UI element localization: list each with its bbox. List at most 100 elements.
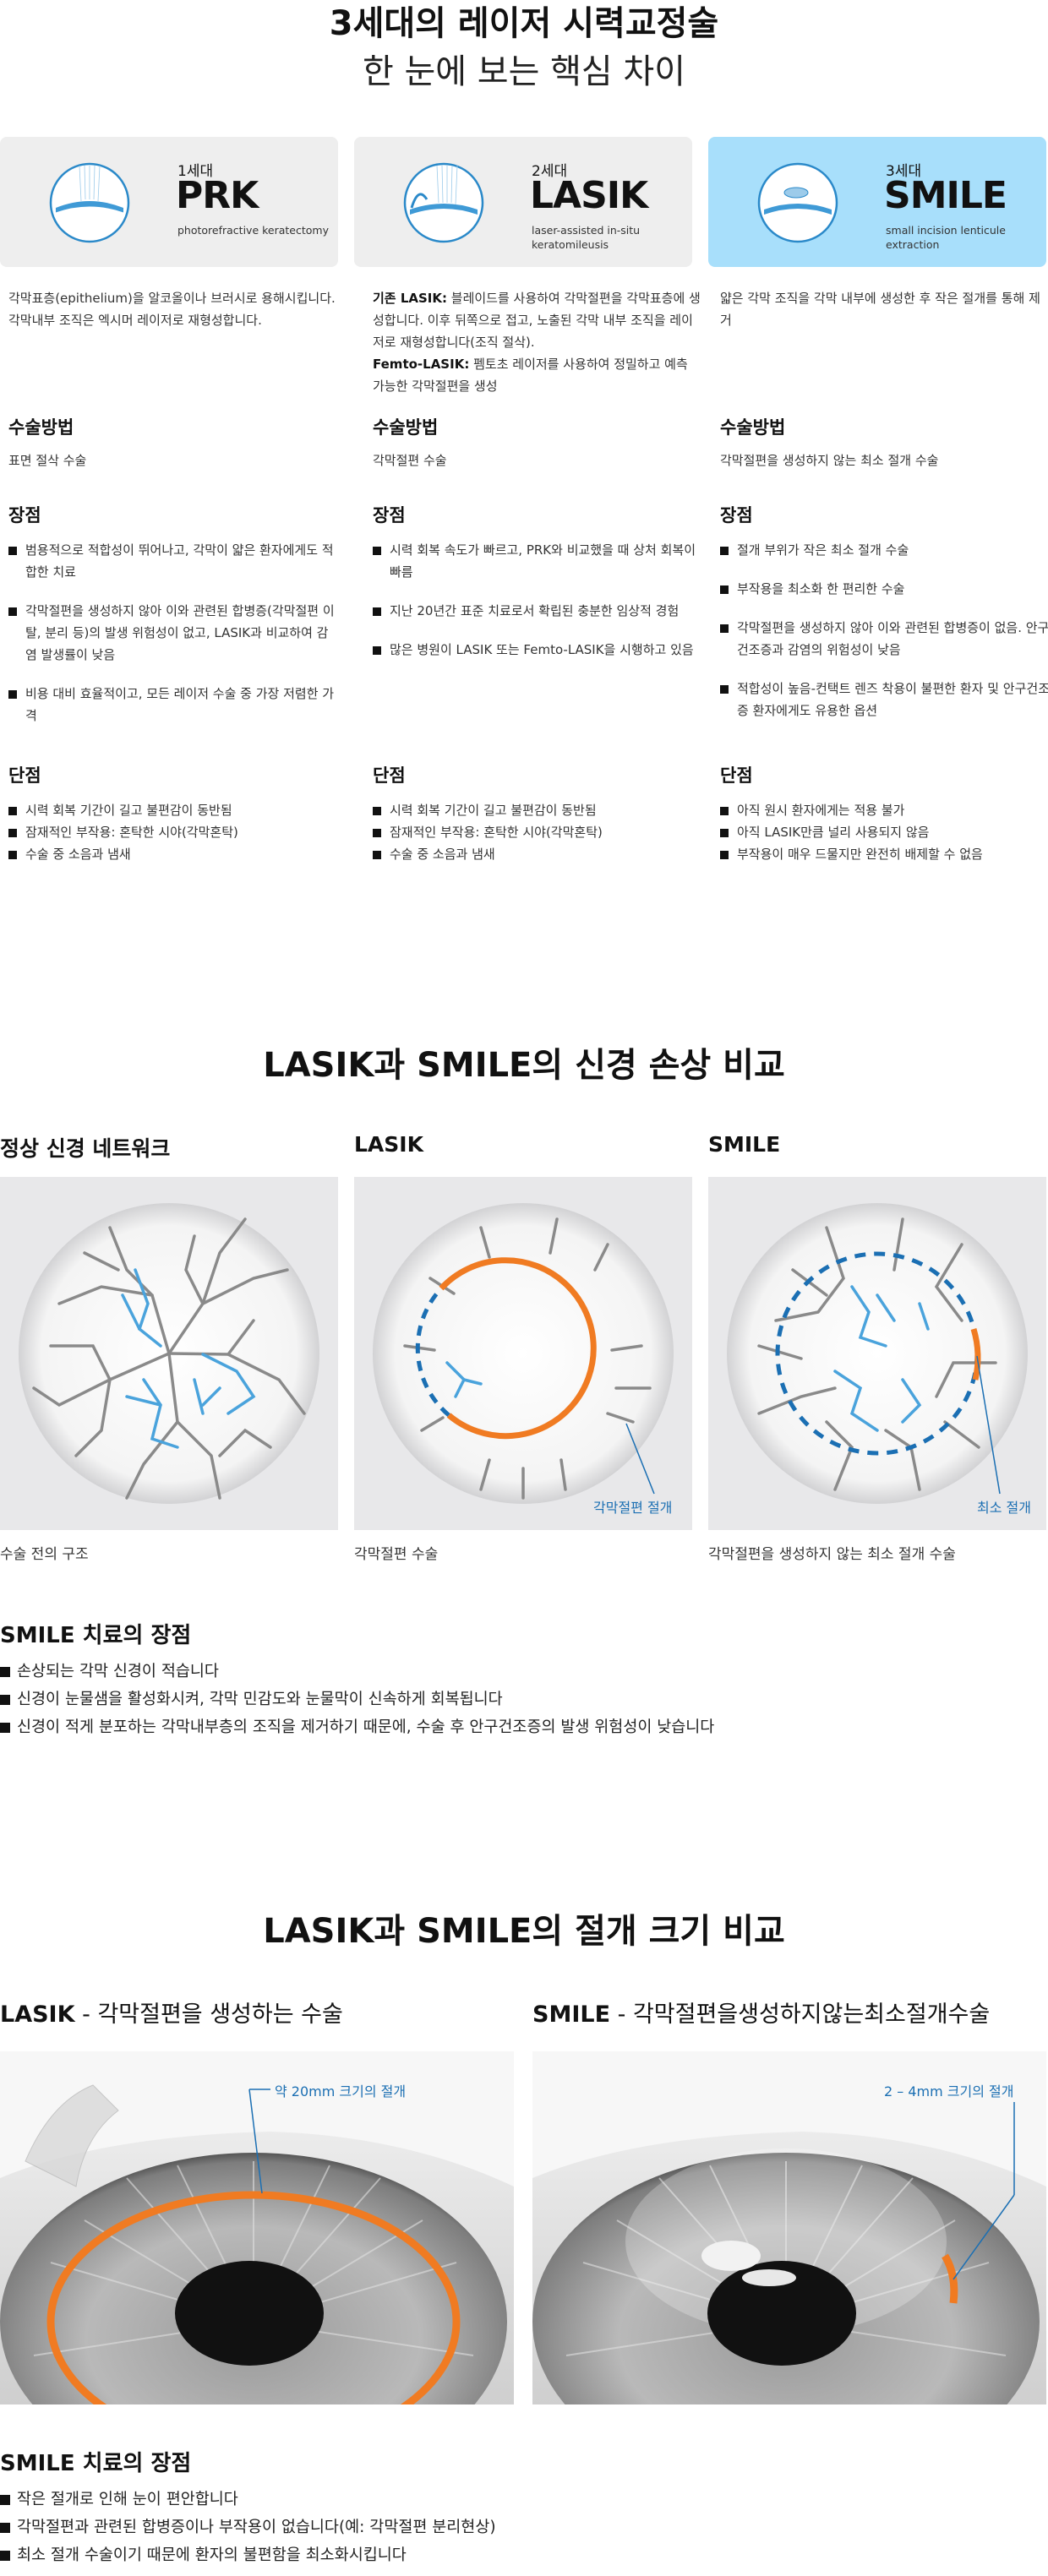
cut-panel-text: 각막절편을 생성하는 수술	[97, 2001, 343, 2028]
list-item: 많은 병원이 LASIK 또는 Femto-LASIK을 시행하고 있음	[373, 639, 702, 661]
pros-heading: 장점	[373, 505, 406, 526]
eye-illustration-lasik: 약 20mm 크기의 절개	[0, 2051, 514, 2404]
cut-panel-text: 각막절편을생성하지않는최소절개수술	[632, 2001, 991, 2028]
list-item: 신경이 눈물샘을 활성화시켜, 각막 민감도와 눈물막이 신속하게 회복됩니다	[0, 1686, 714, 1713]
nerve-diagram-lasik: 각막절편 절개	[354, 1177, 692, 1530]
method-text: 표면 절삭 수술	[8, 453, 87, 468]
nerve-section-title: LASIK과 SMILE의 신경 손상 비교	[263, 1046, 785, 1085]
gen-name: PRK	[176, 174, 259, 217]
callout-smile-incision: 2 – 4mm 크기의 절개	[884, 2083, 1014, 2099]
nerve-advantages-list: 손상되는 각막 신경이 적습니다 신경이 눈물샘을 활성화시켜, 각막 민감도와…	[0, 1658, 714, 1741]
list-item: 부작용이 매우 드물지만 완전히 배제할 수 없음	[720, 843, 1048, 865]
nerve-advantages-title: SMILE 치료의 장점	[0, 1623, 192, 1648]
cornea-icon	[49, 162, 130, 243]
method-heading: 수술방법	[720, 417, 786, 438]
cons-list: 시력 회복 기간이 길고 불편감이 동반됨 잠재적인 부작용: 혼탁한 시야(각…	[373, 799, 702, 865]
gen-column-prk: 각막표층(epithelium)을 알코올이나 브러시로 용해시킵니다. 각막내…	[8, 287, 338, 865]
nerve-panel-label: 정상 신경 네트워크	[0, 1136, 171, 1161]
cut-panel-name: LASIK	[0, 2001, 75, 2028]
method-text: 각막절편을 생성하지 않는 최소 절개 수술	[720, 453, 939, 468]
nerve-panel-caption: 각막절편 수술	[354, 1546, 439, 1563]
list-item: 비용 대비 효율적이고, 모든 레이저 수술 중 가장 저렴한 가격	[8, 683, 338, 727]
gen-subtitle: laser-assisted in-situ keratomileusis	[532, 224, 641, 251]
gen-description: 기존 LASIK: 블레이드를 사용하여 각막절편을 각막표층에 생성합니다. …	[373, 287, 702, 414]
method-heading: 수술방법	[8, 417, 74, 438]
list-item: 잠재적인 부작용: 혼탁한 시야(각막혼탁)	[8, 821, 338, 843]
desc-text: 펨토초 레이저를 사용하여 정밀하고 예측 가능한 각막절편을 생성	[373, 357, 688, 394]
cut-panel-dash: -	[610, 2001, 633, 2028]
gen-card-lasik: 2세대 LASIK laser-assisted in-situ keratom…	[354, 137, 692, 267]
list-item: 수술 중 소음과 냄새	[373, 843, 702, 865]
list-item: 각막절편을 생성하지 않아 이와 관련된 합병증이 없음. 안구건조증과 감염의…	[720, 617, 1048, 661]
callout-lasik-incision: 약 20mm 크기의 절개	[275, 2083, 407, 2099]
cut-advantages-title: SMILE 치료의 장점	[0, 2451, 192, 2476]
cut-advantages-list: 작은 절개로 인해 눈이 편안합니다 각막절편과 관련된 합병증이나 부작용이 …	[0, 2486, 496, 2569]
gen-num: 2세대	[532, 163, 568, 180]
cornea-lenticule-icon	[757, 162, 838, 243]
gen-description: 얇은 각막 조직을 각막 내부에 생성한 후 작은 절개를 통해 제거	[720, 291, 1040, 328]
cornea-flap-icon	[403, 162, 484, 243]
cons-heading: 단점	[720, 765, 753, 786]
list-item: 부작용을 최소화 한 편리한 수술	[720, 578, 1048, 600]
list-item: 잠재적인 부작용: 혼탁한 시야(각막혼탁)	[373, 821, 702, 843]
nerve-diagram-svg	[19, 1203, 319, 1504]
gen-name: SMILE	[884, 174, 1007, 217]
method-heading: 수술방법	[373, 417, 439, 438]
list-item: 지난 20년간 표준 치료로서 확립된 충분한 임상적 경험	[373, 600, 702, 622]
nerve-diagram-svg	[373, 1203, 674, 1504]
pros-list: 범용적으로 적합성이 뛰어나고, 각막이 얇은 환자에게도 적합한 치료 각막절…	[8, 539, 338, 762]
list-item: 아직 LASIK만큼 널리 사용되지 않음	[720, 821, 1048, 843]
list-item: 신경이 적게 분포하는 각막내부층의 조직을 제거하기 때문에, 수술 후 안구…	[0, 1713, 714, 1741]
gen-card-prk: 1세대 PRK photorefractive keratectomy	[0, 137, 338, 267]
list-item: 최소 절개 수술이기 때문에 환자의 불편함을 최소화시킵니다	[0, 2541, 496, 2569]
list-item: 적합성이 높음-컨택트 렌즈 착용이 불편한 환자 및 안구건조증 환자에게도 …	[720, 678, 1048, 722]
eye-svg	[532, 2051, 1046, 2404]
desc-bold: 기존 LASIK:	[373, 291, 447, 306]
list-item: 수술 중 소음과 냄새	[8, 843, 338, 865]
cons-list: 아직 원시 환자에게는 적용 불가 아직 LASIK만큼 널리 사용되지 않음 …	[720, 799, 1048, 865]
gen-column-lasik: 기존 LASIK: 블레이드를 사용하여 각막절편을 각막표층에 생성합니다. …	[373, 287, 702, 865]
gen-column-smile: 얇은 각막 조직을 각막 내부에 생성한 후 작은 절개를 통해 제거 수술방법…	[720, 287, 1048, 865]
list-item: 각막절편과 관련된 합병증이나 부작용이 없습니다(예: 각막절편 분리현상)	[0, 2513, 496, 2541]
cut-panel-dash: -	[74, 2001, 98, 2028]
desc-bold: Femto-LASIK:	[373, 357, 470, 372]
nerve-panel-caption: 각막절편을 생성하지 않는 최소 절개 수술	[708, 1546, 956, 1563]
list-item: 절개 부위가 작은 최소 절개 수술	[720, 539, 1048, 561]
cut-panel-label-smile: SMILE - 각막절편을생성하지않는최소절개수술	[532, 1996, 990, 2029]
list-item: 손상되는 각막 신경이 적습니다	[0, 1658, 714, 1686]
gen-num: 1세대	[177, 163, 214, 180]
list-item: 시력 회복 기간이 길고 불편감이 동반됨	[8, 799, 338, 821]
cut-panel-name: SMILE	[532, 2001, 611, 2028]
method-text: 각막절편 수술	[373, 453, 447, 468]
hero-title: 3세대의 레이저 시력교정술 한 눈에 보는 핵심 차이	[0, 0, 1048, 96]
nerve-diagram-normal	[0, 1177, 338, 1530]
callout-flap-incision: 각막절편 절개	[593, 1500, 673, 1516]
gen-subtitle: small incision lenticule extraction	[886, 224, 1006, 251]
list-item: 작은 절개로 인해 눈이 편안합니다	[0, 2486, 496, 2513]
cons-heading: 단점	[8, 765, 41, 786]
nerve-diagram-svg	[727, 1203, 1028, 1504]
list-item: 범용적으로 적합성이 뛰어나고, 각막이 얇은 환자에게도 적합한 치료	[8, 539, 338, 583]
desc-text: 블레이드를 사용하여 각막절편을 각막표층에 생성합니다. 이후 뒤쪽으로 접고…	[373, 291, 701, 350]
eye-svg	[0, 2051, 514, 2404]
nerve-panel-label: LASIK	[354, 1132, 423, 1157]
list-item: 시력 회복 속도가 빠르고, PRK와 비교했을 때 상처 회복이 빠름	[373, 539, 702, 583]
eye-illustration-smile: 2 – 4mm 크기의 절개	[532, 2051, 1046, 2404]
cons-heading: 단점	[373, 765, 406, 786]
list-item: 아직 원시 환자에게는 적용 불가	[720, 799, 1048, 821]
pros-list: 절개 부위가 작은 최소 절개 수술 부작용을 최소화 한 편리한 수술 각막절…	[720, 539, 1048, 762]
gen-name: LASIK	[530, 174, 648, 217]
pros-list: 시력 회복 속도가 빠르고, PRK와 비교했을 때 상처 회복이 빠름 지난 …	[373, 539, 702, 762]
pros-heading: 장점	[8, 505, 41, 526]
callout-min-incision: 최소 절개	[977, 1500, 1031, 1516]
hero-title-line2: 한 눈에 보는 핵심 차이	[362, 52, 686, 91]
gen-num: 3세대	[886, 163, 922, 180]
nerve-panel-label: SMILE	[708, 1132, 781, 1157]
cons-list: 시력 회복 기간이 길고 불편감이 동반됨 잠재적인 부작용: 혼탁한 시야(각…	[8, 799, 338, 865]
pros-heading: 장점	[720, 505, 753, 526]
gen-card-smile: 3세대 SMILE small incision lenticule extra…	[708, 137, 1046, 267]
hero-title-line1: 3세대의 레이저 시력교정술	[329, 4, 719, 43]
cut-section-title: LASIK과 SMILE의 절개 크기 비교	[263, 1912, 785, 1951]
list-item: 각막절편을 생성하지 않아 이와 관련된 합병증(각막절편 이탈, 분리 등)의…	[8, 600, 338, 666]
